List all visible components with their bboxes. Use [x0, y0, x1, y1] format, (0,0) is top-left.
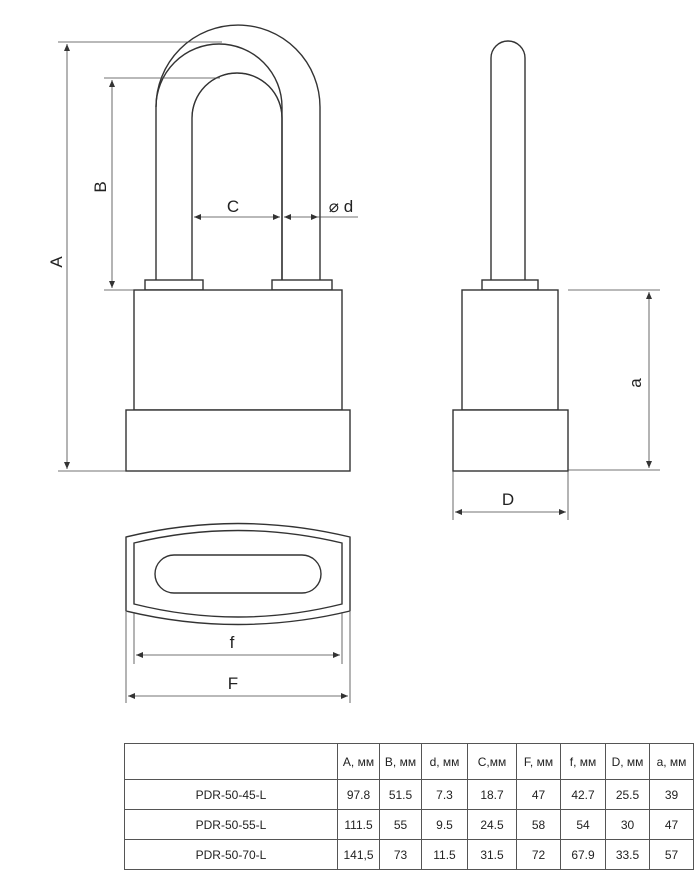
table-cell: 141,5 [337, 839, 380, 870]
table-cell: 111.5 [337, 809, 380, 840]
dim-label-a: a [626, 378, 645, 388]
front-view [125, 24, 351, 472]
table-header-cell [124, 743, 338, 780]
table-cell: 9.5 [421, 809, 468, 840]
table-cell: 11.5 [421, 839, 468, 870]
table-cell: 47 [516, 779, 561, 810]
dim-label-B: B [91, 181, 110, 192]
table-row: PDR-50-55-L 111.5 55 9.5 24.5 58 54 30 4… [124, 809, 694, 840]
table-header-cell: d, мм [421, 743, 468, 780]
table-cell-model: PDR-50-45-L [124, 779, 338, 810]
table-row: PDR-50-70-L 141,5 73 11.5 31.5 72 67.9 3… [124, 839, 694, 870]
table-cell: 67.9 [560, 839, 606, 870]
side-shackle-collar [481, 279, 539, 291]
dim-label-F: F [228, 674, 238, 693]
table-row: PDR-50-45-L 97.8 51.5 7.3 18.7 47 42.7 2… [124, 779, 694, 810]
table-cell: 55 [379, 809, 422, 840]
front-lock-body [133, 289, 343, 411]
table-cell: 25.5 [605, 779, 650, 810]
table-cell: 7.3 [421, 779, 468, 810]
table-cell: 54 [560, 809, 606, 840]
dim-label-d: ⌀ d [329, 197, 353, 216]
table-cell: 42.7 [560, 779, 606, 810]
table-cell-model: PDR-50-70-L [124, 839, 338, 870]
dimension-lines [58, 41, 660, 703]
table-cell: 33.5 [605, 839, 650, 870]
table-cell: 31.5 [467, 839, 517, 870]
table-cell: 72 [516, 839, 561, 870]
table-header-cell: D, мм [605, 743, 650, 780]
table-cell-model: PDR-50-55-L [124, 809, 338, 840]
table-cell: 47 [649, 809, 694, 840]
front-shackle-collar-right [271, 279, 333, 291]
dim-label-A: A [47, 256, 66, 268]
table-header-cell: A, мм [337, 743, 380, 780]
table-header-cell: F, мм [516, 743, 561, 780]
table-cell: 51.5 [379, 779, 422, 810]
table-cell: 24.5 [467, 809, 517, 840]
front-shackle-inner [191, 72, 283, 280]
table-header-cell: B, мм [379, 743, 422, 780]
side-lock-base [452, 409, 569, 472]
table-cell: 39 [649, 779, 694, 810]
dim-label-D: D [502, 490, 514, 509]
front-shackle [155, 43, 283, 280]
side-view [452, 40, 569, 472]
table-cell: 97.8 [337, 779, 380, 810]
table-header-row: A, мм B, мм d, мм C,мм F, мм f, мм D, мм… [124, 743, 694, 780]
table-header-cell: C,мм [467, 743, 517, 780]
table-cell: 30 [605, 809, 650, 840]
side-lock-body [461, 289, 559, 411]
table-cell: 57 [649, 839, 694, 870]
table-header-cell: a, мм [649, 743, 694, 780]
front-shackle-collar-left [144, 279, 204, 291]
dim-label-C: C [227, 197, 239, 216]
front-lock-base [125, 409, 351, 472]
table-cell: 58 [516, 809, 561, 840]
specifications-table: A, мм B, мм d, мм C,мм F, мм f, мм D, мм… [124, 743, 694, 870]
table-cell: 18.7 [467, 779, 517, 810]
bottom-view [125, 522, 351, 626]
dim-label-f: f [230, 633, 235, 652]
table-cell: 73 [379, 839, 422, 870]
keyhole-slot [154, 554, 322, 594]
table-header-cell: f, мм [560, 743, 606, 780]
side-shackle [490, 40, 526, 280]
